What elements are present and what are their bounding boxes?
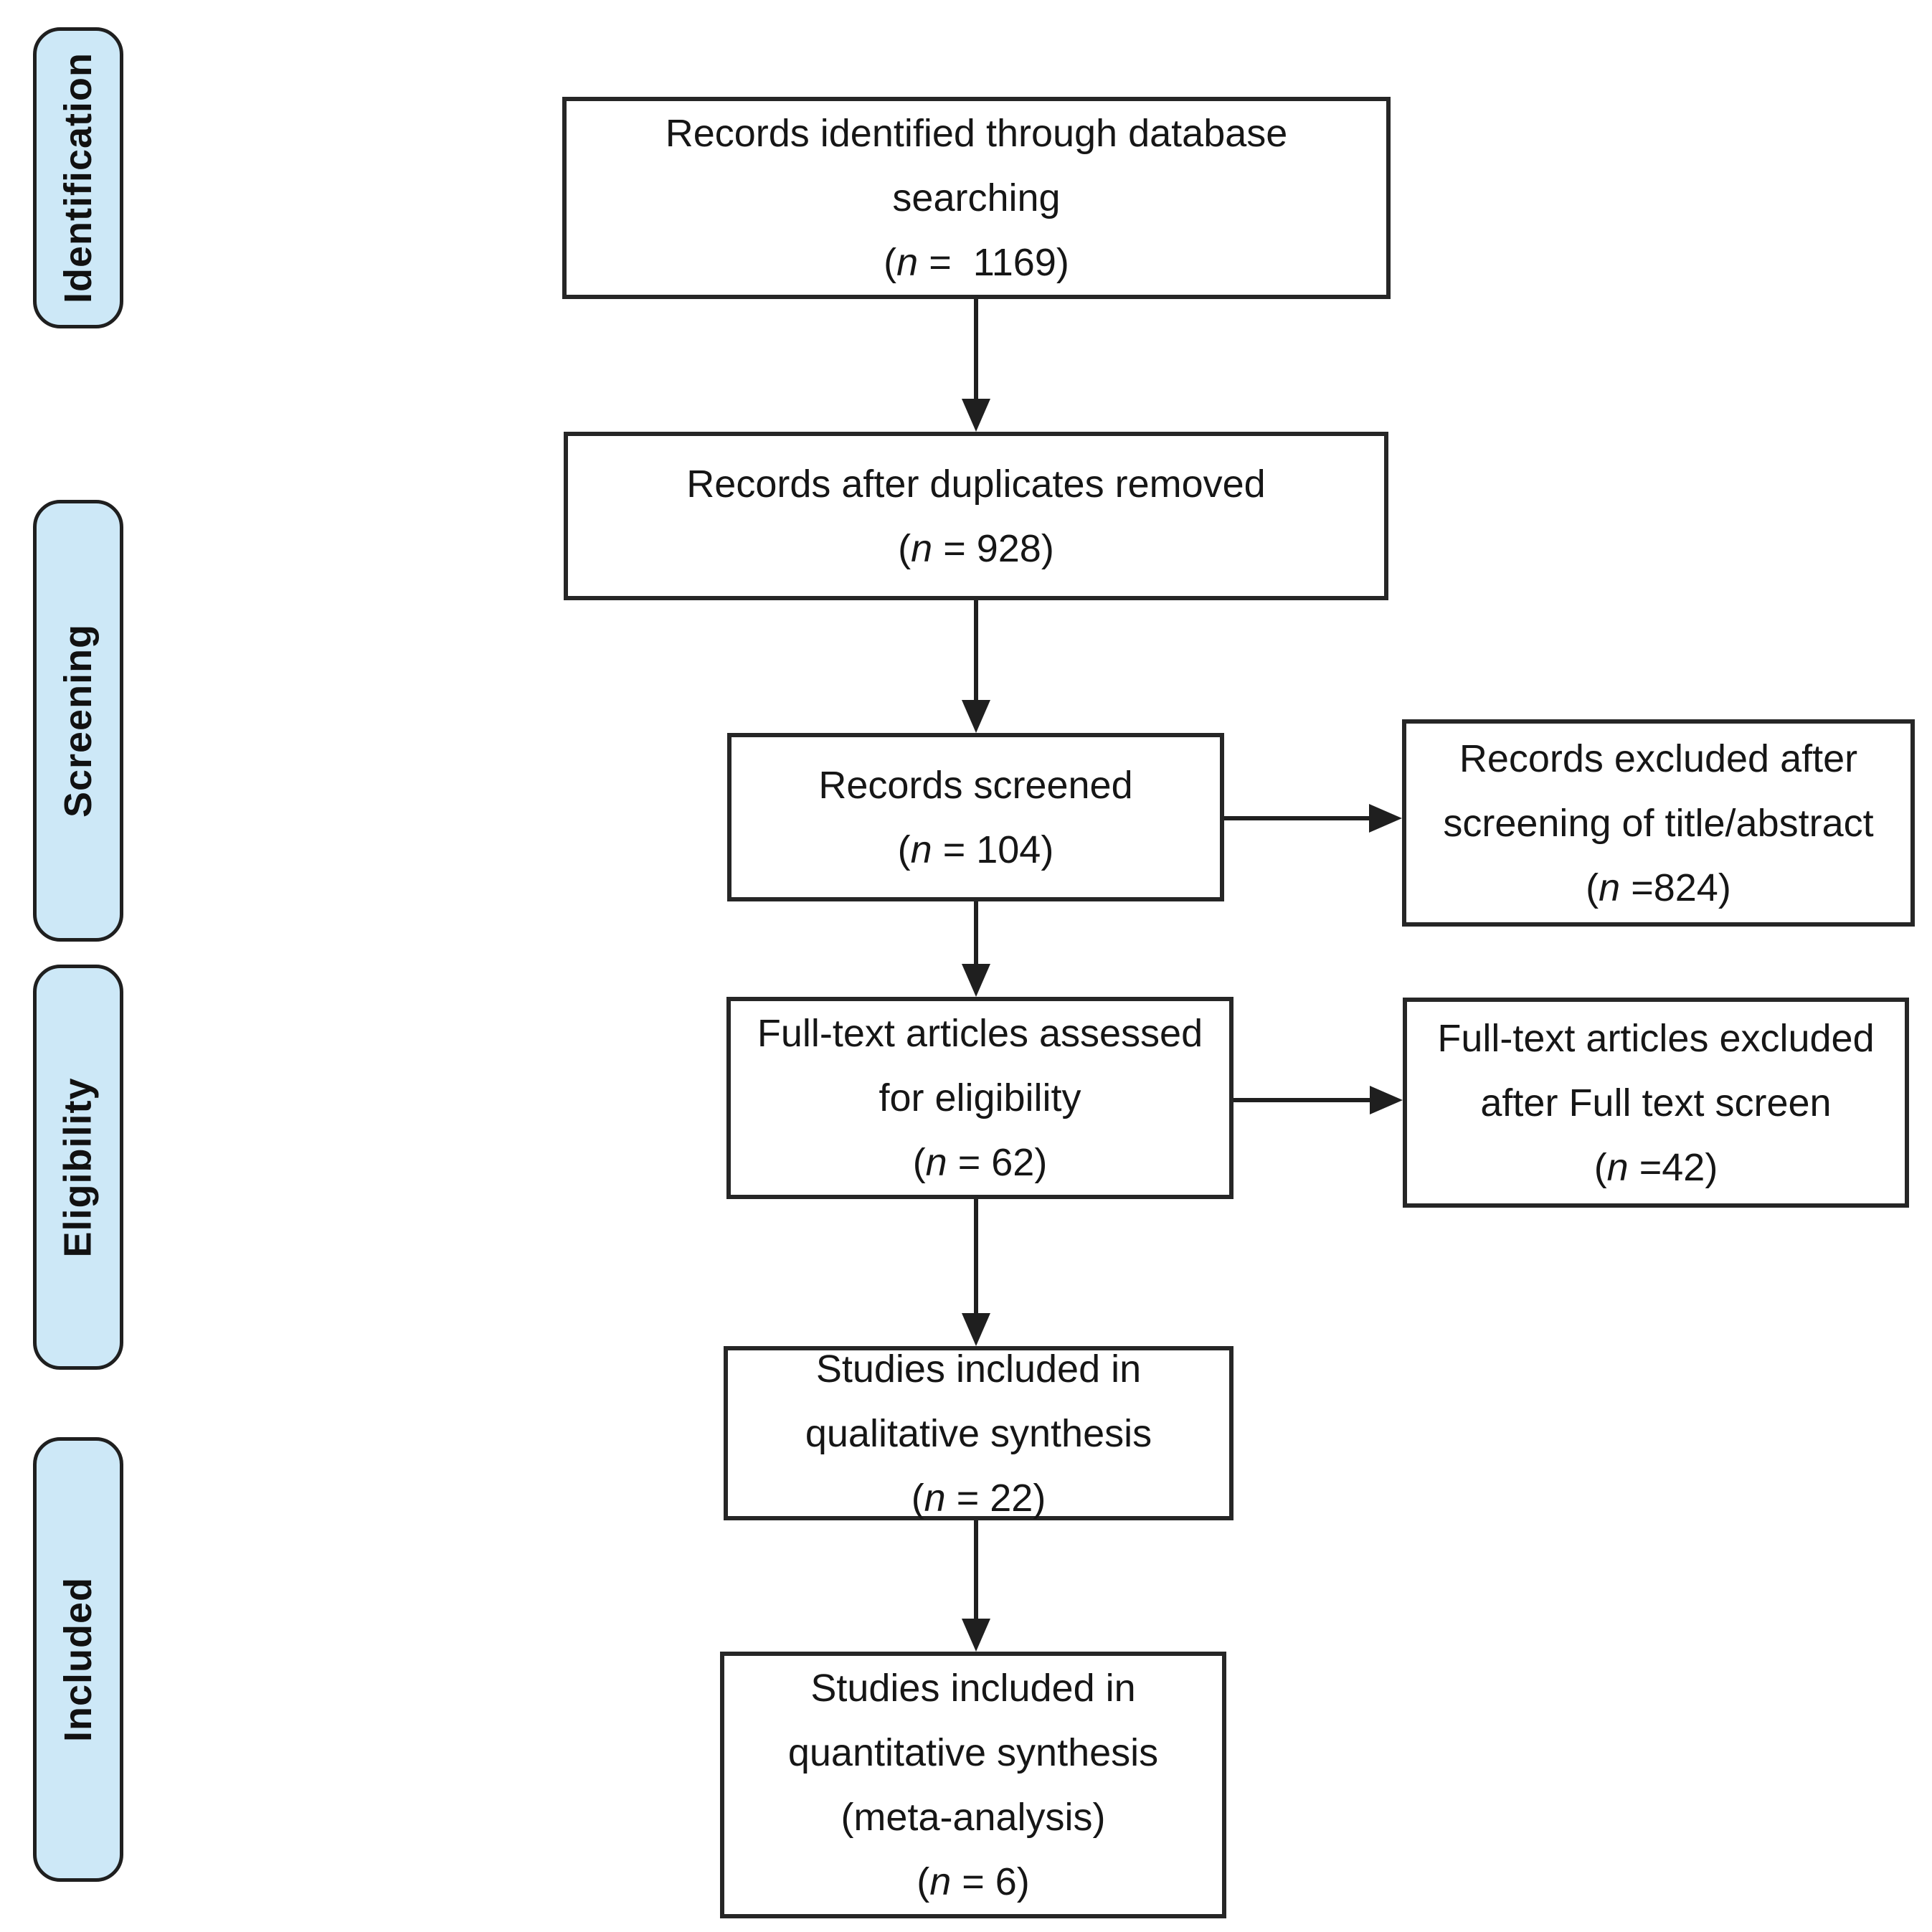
arrowhead-right-icon — [1369, 804, 1402, 833]
box-quantitative-synthesis-count: (n = 6) — [917, 1850, 1030, 1914]
arrowhead-down-icon — [962, 1313, 990, 1346]
box-duplicates-removed-count: (n = 928) — [898, 516, 1054, 581]
n-value: = 22) — [945, 1476, 1046, 1520]
box-fulltext-excluded-count: (n =42) — [1594, 1135, 1718, 1200]
stage-label-eligibility: Eligibility — [33, 965, 123, 1370]
n-value: = 1169) — [918, 241, 1069, 284]
box-records-screened-count: (n = 104) — [898, 818, 1054, 882]
n-value: =42) — [1628, 1145, 1718, 1189]
arrowhead-down-icon — [962, 1619, 990, 1652]
stage-label-eligibility-text: Eligibility — [57, 1076, 100, 1258]
arrow-deduplicated-to-screened-line — [974, 600, 978, 704]
box-fulltext-assessed-text: Full-text articles assessed for eligibil… — [757, 1012, 1203, 1119]
box-qualitative-synthesis-text: Studies included in qualitative synthesi… — [805, 1347, 1152, 1455]
box-quantitative-synthesis-text: Studies included in quantitative synthes… — [787, 1667, 1159, 1839]
n-value: = 928) — [932, 526, 1054, 570]
box-records-identified-text: Records identified through database sear… — [665, 112, 1288, 219]
paren-open: ( — [1586, 866, 1599, 909]
box-duplicates-removed-text: Records after duplicates removed — [686, 462, 1266, 506]
n-value: = 6) — [951, 1860, 1030, 1903]
arrow-screened-to-excluded-line — [1224, 816, 1371, 820]
paren-open: ( — [884, 241, 897, 284]
box-fulltext-excluded-text: Full-text articles excluded after Full t… — [1437, 1016, 1875, 1124]
box-records-identified-count: (n = 1169) — [884, 230, 1069, 295]
box-records-excluded: Records excluded after screening of titl… — [1402, 719, 1915, 927]
stage-label-screening-text: Screening — [57, 623, 100, 818]
box-quantitative-synthesis: Studies included in quantitative synthes… — [720, 1652, 1226, 1918]
box-duplicates-removed: Records after duplicates removed (n = 92… — [564, 432, 1388, 600]
stage-label-identification: Identification — [33, 27, 123, 328]
arrowhead-down-icon — [962, 964, 990, 997]
n-symbol: n — [924, 1476, 946, 1520]
arrow-fulltext-to-excluded-line — [1233, 1098, 1372, 1102]
arrow-screened-to-fulltext-line — [974, 901, 978, 968]
stage-label-included: Included — [33, 1437, 123, 1882]
arrowhead-right-icon — [1370, 1086, 1403, 1114]
arrow-qualitative-to-quantitative-line — [974, 1520, 978, 1623]
n-symbol: n — [1599, 866, 1621, 909]
n-value: =824) — [1620, 866, 1731, 909]
box-records-screened: Records screened (n = 104) — [727, 733, 1224, 901]
paren-open: ( — [898, 526, 911, 570]
n-symbol: n — [1606, 1145, 1629, 1189]
stage-label-screening: Screening — [33, 500, 123, 942]
box-records-screened-text: Records screened — [818, 763, 1133, 807]
box-qualitative-synthesis-count: (n = 22) — [911, 1466, 1046, 1530]
paren-open: ( — [1594, 1145, 1607, 1189]
n-symbol: n — [911, 526, 933, 570]
arrowhead-down-icon — [962, 700, 990, 733]
box-fulltext-excluded: Full-text articles excluded after Full t… — [1403, 998, 1909, 1208]
stage-label-included-text: Included — [57, 1576, 100, 1743]
n-symbol: n — [925, 1141, 947, 1184]
paren-open: ( — [911, 1476, 924, 1520]
paren-open: ( — [897, 828, 911, 871]
box-records-excluded-text: Records excluded after screening of titl… — [1443, 737, 1874, 845]
n-value: = 62) — [947, 1141, 1048, 1184]
paren-open: ( — [912, 1141, 926, 1184]
n-symbol: n — [910, 828, 932, 871]
stage-label-identification-text: Identification — [57, 52, 100, 303]
n-value: = 104) — [932, 828, 1054, 871]
paren-open: ( — [917, 1860, 930, 1903]
box-qualitative-synthesis: Studies included in qualitative synthesi… — [724, 1346, 1233, 1520]
n-symbol: n — [896, 241, 919, 284]
box-fulltext-assessed-count: (n = 62) — [913, 1130, 1048, 1195]
arrowhead-down-icon — [962, 399, 990, 432]
box-records-identified: Records identified through database sear… — [562, 97, 1391, 299]
n-symbol: n — [929, 1860, 952, 1903]
box-records-excluded-count: (n =824) — [1586, 856, 1731, 920]
box-fulltext-assessed: Full-text articles assessed for eligibil… — [726, 997, 1233, 1199]
arrow-fulltext-to-qualitative-line — [974, 1199, 978, 1317]
arrow-identified-to-deduplicated-line — [974, 299, 978, 403]
